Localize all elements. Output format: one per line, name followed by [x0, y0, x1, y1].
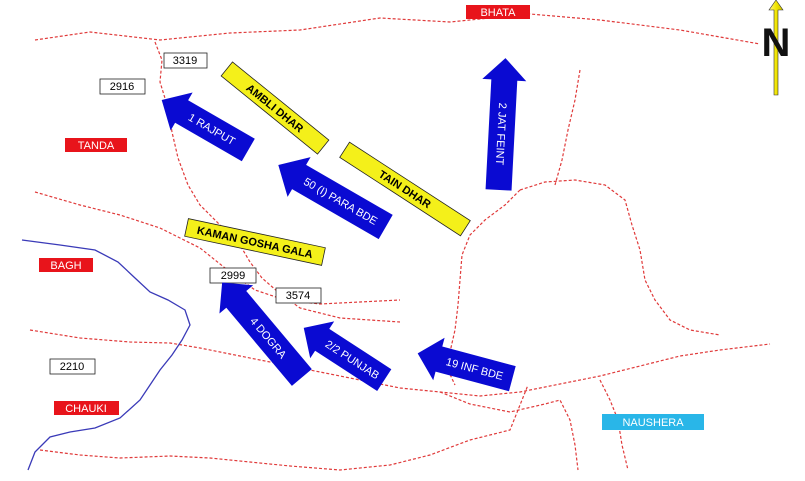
track-west-ridge — [154, 41, 401, 323]
height-3319: 3319 — [163, 52, 208, 69]
north-arrow: N — [762, 0, 791, 96]
svg-text:BAGH: BAGH — [50, 260, 81, 272]
svg-text:TAIN DHAR: TAIN DHAR — [376, 169, 433, 212]
places: BHATA TANDA BAGH CHAUKI NAUSHERA — [39, 5, 704, 430]
height-2210: 2210 — [49, 358, 96, 375]
svg-text:NAUSHERA: NAUSHERA — [622, 417, 684, 429]
place-bhata: BHATA — [466, 5, 530, 19]
ridge-kaman-gosha-gala: KAMAN GOSHA GALA — [184, 218, 326, 266]
svg-text:3319: 3319 — [173, 55, 197, 67]
height-2916: 2916 — [99, 78, 146, 95]
svg-text:CHAUKI: CHAUKI — [65, 403, 107, 415]
track-south — [29, 329, 771, 397]
height-3574: 3574 — [275, 287, 322, 304]
track-east-vert — [554, 69, 581, 186]
svg-text:BHATA: BHATA — [480, 7, 516, 19]
place-naushera: NAUSHERA — [602, 414, 704, 430]
svg-text:AMBLI DHAR: AMBLI DHAR — [244, 82, 306, 135]
svg-text:3574: 3574 — [286, 290, 310, 302]
track-north — [34, 13, 761, 45]
height-2999: 2999 — [209, 267, 257, 284]
svg-text:2916: 2916 — [110, 81, 134, 93]
svg-text:2999: 2999 — [221, 270, 245, 282]
river — [21, 239, 191, 471]
ridges: AMBLI DHAR TAIN DHAR KAMAN GOSHA GALA — [184, 61, 471, 266]
svg-text:TANDA: TANDA — [78, 140, 115, 152]
place-chauki: CHAUKI — [54, 401, 119, 415]
svg-text:2210: 2210 — [60, 361, 84, 373]
arrow-4-dogra: 4 DOGRA — [219, 282, 312, 386]
arrow-19-inf-bde: 19 INF BDE — [417, 337, 516, 392]
track-se2 — [599, 379, 629, 471]
heights: 3319 2916 2999 3574 2210 — [49, 52, 322, 375]
north-label: N — [762, 21, 791, 65]
place-tanda: TANDA — [65, 138, 127, 152]
place-bagh: BAGH — [39, 258, 93, 272]
arrow-2-jat-feint: 2 JAT FEINT — [482, 58, 527, 191]
svg-text:2 JAT FEINT: 2 JAT FEINT — [493, 102, 508, 165]
track-east-loop — [519, 179, 721, 336]
track-se — [439, 391, 579, 471]
track-chauki — [39, 384, 529, 471]
arrow-2-2-punjab: 2/2 PUNJAB — [303, 321, 392, 392]
